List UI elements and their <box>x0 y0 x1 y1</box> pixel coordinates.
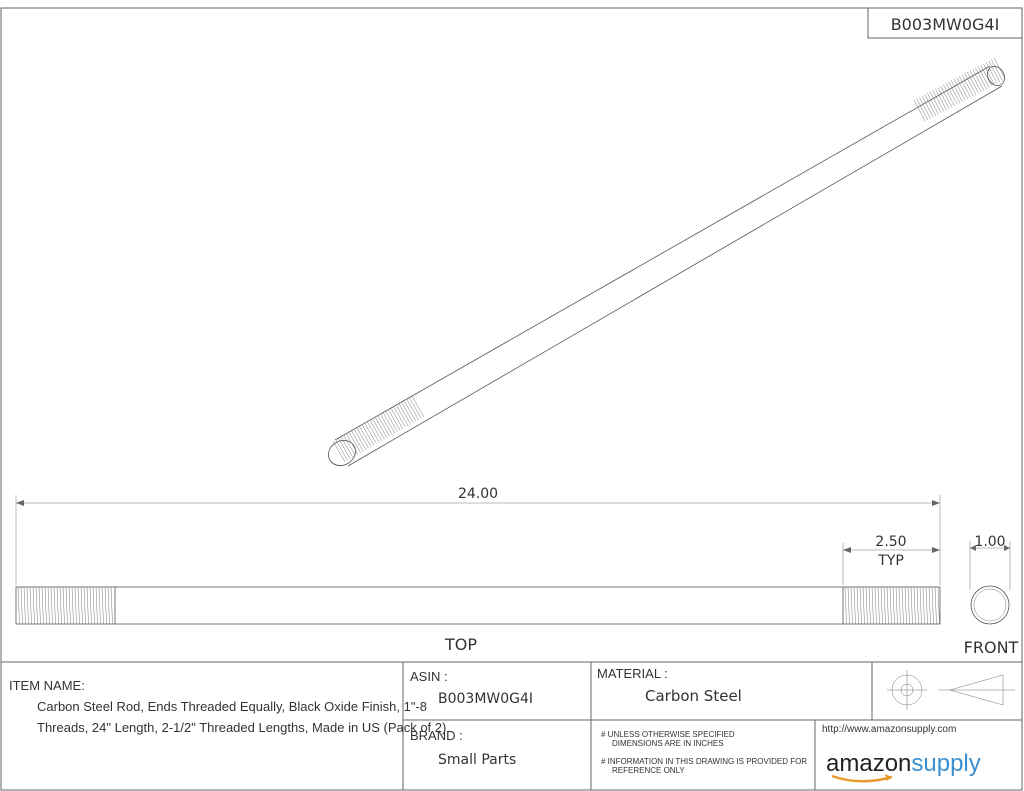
svg-text:amazonsupply: amazonsupply <box>826 750 981 777</box>
part-number: B003MW0G4I <box>891 15 1000 34</box>
thread-typ-note: TYP <box>877 553 904 569</box>
item-name-label: ITEM NAME: <box>9 678 85 693</box>
note-units-line1: # UNLESS OTHERWISE SPECIFIED <box>601 730 735 739</box>
title-block: ITEM NAME: Carbon Steel Rod, Ends Thread… <box>1 661 1022 790</box>
supplier-url: http://www.amazonsupply.com <box>822 724 956 735</box>
note-units-line2: DIMENSIONS ARE IN INCHES <box>612 739 724 748</box>
brand-label: BRAND : <box>410 728 463 743</box>
item-name-line2: Threads, 24" Length, 2-1/2" Threaded Len… <box>37 720 446 735</box>
diameter-dimension: 1.00 <box>974 534 1005 550</box>
item-name-line1: Carbon Steel Rod, Ends Threaded Equally,… <box>37 699 427 714</box>
note-reference-line1: # INFORMATION IN THIS DRAWING IS PROVIDE… <box>601 757 807 766</box>
asin-value: B003MW0G4I <box>438 691 533 707</box>
brand-value: Small Parts <box>438 752 516 768</box>
isometric-view <box>328 57 1006 467</box>
asin-label: ASIN : <box>410 669 448 684</box>
material-value: Carbon Steel <box>645 687 742 705</box>
material-label: MATERIAL : <box>597 666 668 681</box>
overall-length-dimension: 24.00 <box>458 486 498 502</box>
top-view: 24.00 2.50 TYP TOP <box>15 486 941 654</box>
front-view-label: FRONT <box>964 638 1019 657</box>
drawing-border <box>0 7 1023 791</box>
note-reference-line2: REFERENCE ONLY <box>612 766 685 775</box>
thread-length-dimension: 2.50 <box>875 534 906 550</box>
front-view: 1.00 FRONT <box>964 534 1019 657</box>
part-number-box <box>867 7 1023 39</box>
third-angle-projection-icon <box>887 670 1015 710</box>
amazonsupply-logo: amazonsupply <box>826 750 981 783</box>
top-view-label: TOP <box>444 635 477 654</box>
